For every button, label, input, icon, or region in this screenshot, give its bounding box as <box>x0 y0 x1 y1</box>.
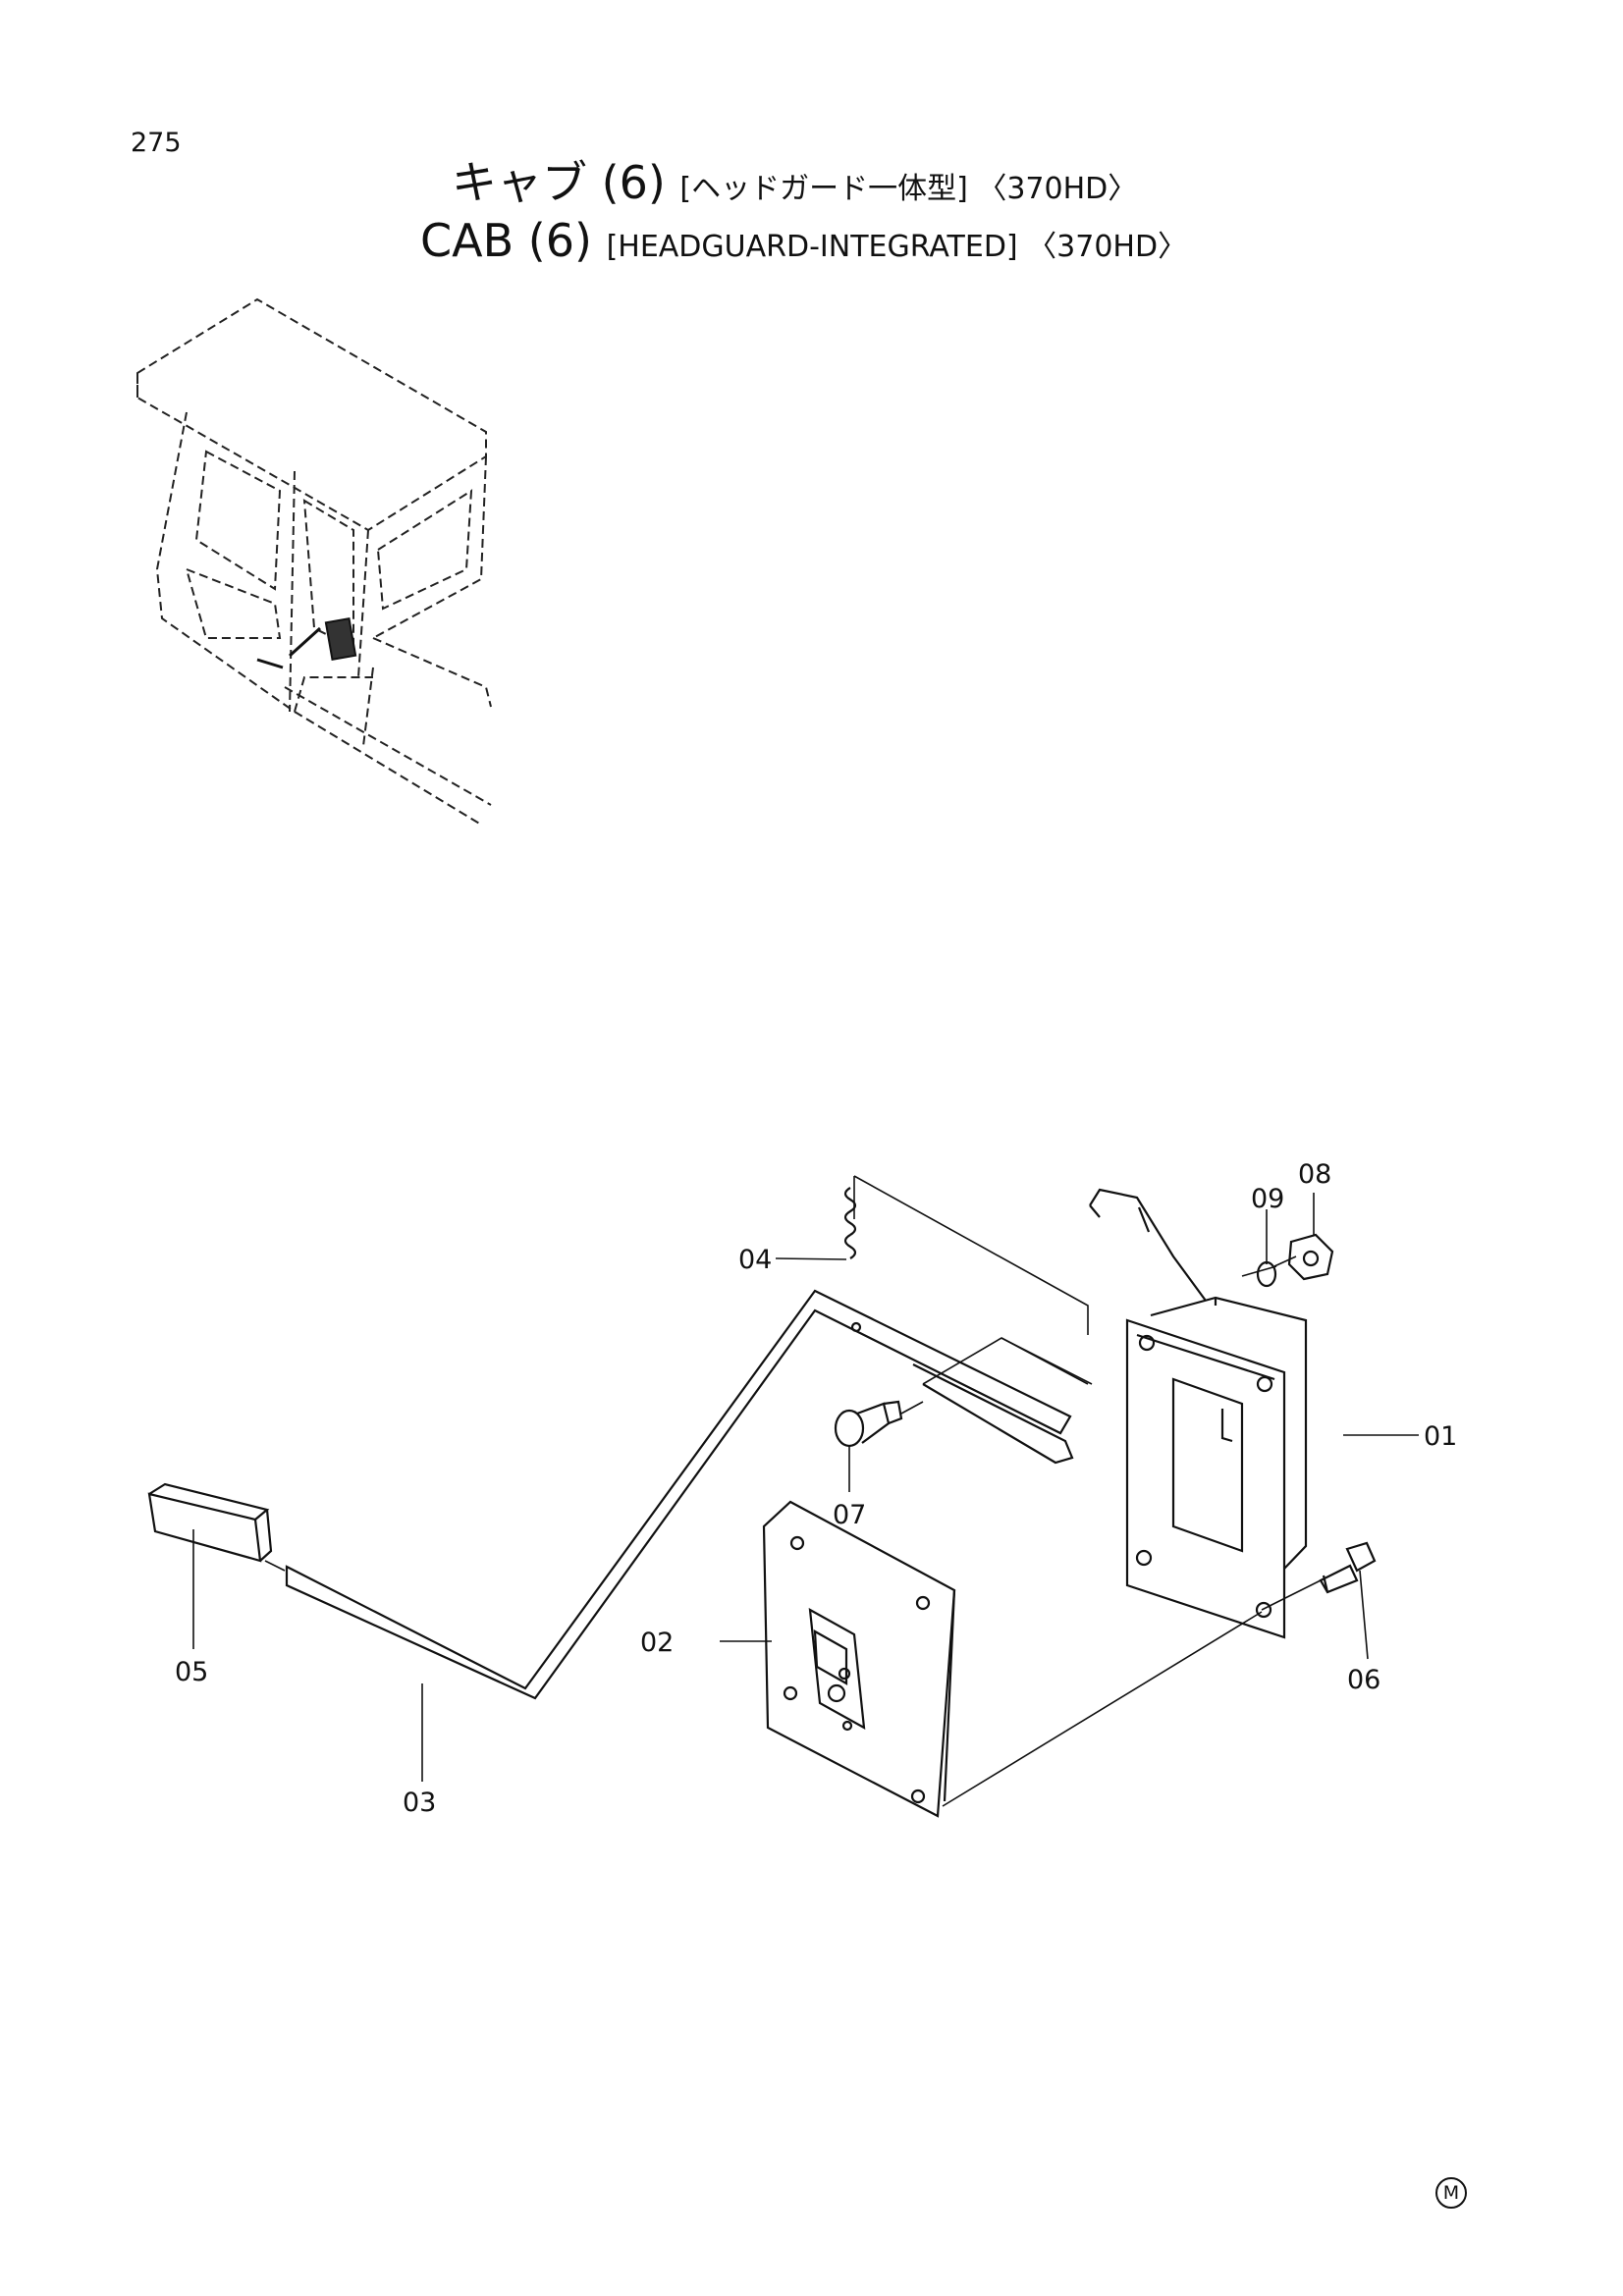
callout-08: 08 <box>1298 1159 1331 1190</box>
exploded-parts <box>147 1187 1377 1818</box>
part-06-bolt <box>1319 1541 1377 1594</box>
part-01-box <box>1089 1188 1308 1639</box>
callout-09: 09 <box>1251 1184 1284 1214</box>
title-japanese-main: キャブ (6) <box>452 156 666 209</box>
callout-05: 05 <box>175 1657 208 1687</box>
corner-mark: M <box>1435 2177 1467 2209</box>
part-03-rod <box>285 1289 1074 1700</box>
title-english: CAB (6) [HEADGUARD-INTEGRATED] 〈370HD〉 <box>420 214 1187 267</box>
title-english-main: CAB (6) <box>420 214 592 267</box>
title-japanese: キャブ (6) [ヘッドガード一体型] 〈370HD〉 <box>452 147 1137 212</box>
cab-overview-illustration <box>136 297 492 826</box>
callout-01: 01 <box>1424 1421 1457 1452</box>
part-02-plate <box>762 1500 956 1818</box>
part-04-spring <box>843 1187 857 1259</box>
title-english-qualifier: [HEADGUARD-INTEGRATED] 〈370HD〉 <box>606 230 1188 264</box>
callout-02: 02 <box>640 1628 674 1658</box>
part-09-washer <box>1256 1260 1277 1288</box>
part-07-pin <box>834 1400 903 1448</box>
callout-04: 04 <box>738 1245 772 1275</box>
callout-06: 06 <box>1347 1665 1380 1695</box>
page-number: 275 <box>131 128 182 158</box>
assembly-guide-lines <box>264 1175 1322 1807</box>
leader-lines <box>192 1193 1419 1782</box>
callout-03: 03 <box>403 1788 436 1818</box>
callout-07: 07 <box>833 1500 866 1530</box>
part-08-nut <box>1287 1233 1334 1281</box>
title-japanese-qualifier: [ヘッドガード一体型] 〈370HD〉 <box>679 172 1138 206</box>
cab-part-highlight <box>256 617 357 669</box>
part-05-sleeve <box>147 1482 273 1563</box>
